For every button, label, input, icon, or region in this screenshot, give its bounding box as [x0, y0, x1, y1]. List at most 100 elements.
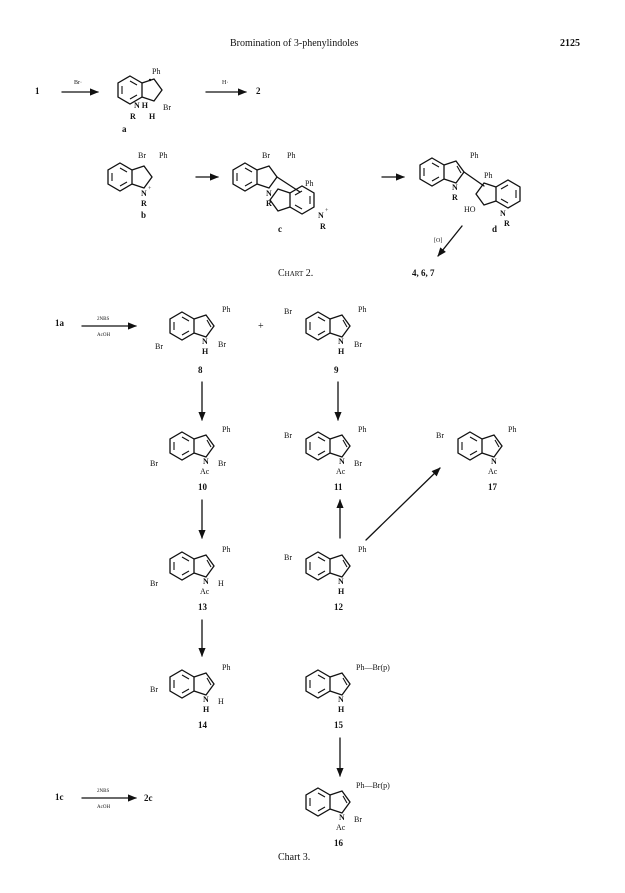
c-br: Br	[262, 151, 270, 160]
d-r1: R	[452, 193, 458, 202]
c15-h: H	[338, 705, 345, 714]
compound-1a-label: 1a	[55, 318, 65, 328]
reagent-2nbs-1: 2NBS	[97, 317, 109, 322]
a-br: Br	[163, 103, 171, 112]
d-n2: N	[500, 209, 506, 218]
c14-br6: Br	[150, 685, 158, 694]
a-h: H	[149, 112, 156, 121]
c13-h2: H	[218, 579, 224, 588]
c-label: c	[278, 224, 282, 234]
b-r: R	[141, 199, 147, 208]
structure-a: Ph Br N H R H a	[117, 67, 171, 134]
chart2-caption: Chart 2.	[278, 268, 313, 279]
c8-h: H	[202, 347, 209, 356]
c10-br6: Br	[150, 459, 158, 468]
a-nh: N H	[134, 101, 149, 110]
c16-ph-br: Ph—Br(p)	[356, 781, 390, 790]
structure-c: Br Ph N R Ph N + R c	[232, 151, 329, 234]
compound-1-label: 1	[35, 86, 40, 96]
compound-2-label: 2	[256, 86, 261, 96]
structure-14: Ph Br H N H 14	[150, 663, 230, 730]
a-r: R	[130, 112, 136, 121]
structure-b: Br Ph N + R b	[107, 151, 167, 220]
structure-15: Ph—Br(p) N H 15	[305, 663, 390, 730]
b-ph: Ph	[159, 151, 167, 160]
a-ph: Ph	[152, 67, 160, 76]
c13-label: 13	[198, 602, 208, 612]
d-n1: N	[452, 183, 458, 192]
structure-11: Ph Br Br N Ac 11	[284, 425, 366, 492]
c11-n: N	[339, 457, 345, 466]
c16-br2: Br	[354, 815, 362, 824]
reagent-br-radical: Br·	[74, 80, 82, 86]
plus-sign: +	[258, 321, 264, 332]
structure-13: Ph Br H N Ac 13	[150, 545, 230, 612]
d-ph1: Ph	[470, 151, 478, 160]
c15-n: N	[338, 695, 344, 704]
reagent-acoh-1: AcOH	[97, 333, 110, 338]
c14-h: H	[203, 705, 210, 714]
structure-17: Ph Br N Ac 17	[436, 425, 516, 492]
c9-br5: Br	[284, 307, 292, 316]
c9-br2: Br	[354, 340, 362, 349]
oxidation-reagent: [O]	[434, 238, 442, 244]
chart2-row1: 1 Br· Ph Br N H R H a H· 2	[35, 67, 261, 134]
d-ph2: Ph	[484, 171, 492, 180]
b-charge: +	[148, 186, 152, 192]
products-4-6-7: 4, 6, 7	[412, 268, 435, 278]
c8-label: 8	[198, 365, 203, 375]
c17-br5: Br	[436, 431, 444, 440]
reagent-acoh-2: AcOH	[97, 805, 110, 810]
reagent-h-radical: H·	[222, 80, 228, 86]
c8-n: N	[202, 337, 208, 346]
b-label: b	[141, 210, 146, 220]
c-n1: N	[266, 189, 272, 198]
structure-d: Ph N R Ph HO N R d [O] 4, 6, 7	[412, 151, 521, 278]
c9-label: 9	[334, 365, 339, 375]
c13-n: N	[203, 577, 209, 586]
structure-12: Ph Br N H 12	[284, 545, 366, 612]
chart3-caption: Chart 3.	[278, 852, 310, 863]
c16-label: 16	[334, 838, 344, 848]
c11-label: 11	[334, 482, 343, 492]
running-title: Bromination of 3-phenylindoles	[230, 38, 359, 49]
c10-ac: Ac	[200, 467, 210, 476]
c13-ac: Ac	[200, 587, 210, 596]
c8-ph: Ph	[222, 305, 230, 314]
c13-br6: Br	[150, 579, 158, 588]
c16-ac: Ac	[336, 823, 346, 832]
structure-9: Ph Br Br N H 9	[284, 305, 366, 375]
c10-label: 10	[198, 482, 208, 492]
structure-8: Ph Br Br N H 8	[155, 305, 230, 375]
c13-ph: Ph	[222, 545, 230, 554]
c15-label: 15	[334, 720, 344, 730]
c14-ph: Ph	[222, 663, 230, 672]
c8-br6: Br	[155, 342, 163, 351]
page-number: 2125	[560, 38, 580, 49]
structure-16: Ph—Br(p) Br N Ac 16	[305, 781, 390, 848]
c9-n: N	[338, 337, 344, 346]
structure-10: Ph Br Br N Ac 10	[150, 425, 230, 492]
c10-ph: Ph	[222, 425, 230, 434]
c-ph2: Ph	[305, 179, 313, 188]
c16-n: N	[339, 813, 345, 822]
d-r2: R	[504, 219, 510, 228]
c17-ph: Ph	[508, 425, 516, 434]
c14-label: 14	[198, 720, 208, 730]
c12-label: 12	[334, 602, 344, 612]
c-ph1: Ph	[287, 151, 295, 160]
compound-2c-label: 2c	[144, 793, 153, 803]
c8-br2: Br	[218, 340, 226, 349]
c11-br5: Br	[284, 431, 292, 440]
arrow-d-oxidation	[437, 225, 463, 257]
c12-h: H	[338, 587, 345, 596]
c17-ac: Ac	[488, 467, 498, 476]
c11-br2: Br	[354, 459, 362, 468]
c10-br2: Br	[218, 459, 226, 468]
c12-ph: Ph	[358, 545, 366, 554]
c14-n: N	[203, 695, 209, 704]
c11-ac: Ac	[336, 467, 346, 476]
d-label: d	[492, 224, 497, 234]
c-r2: R	[320, 222, 326, 231]
